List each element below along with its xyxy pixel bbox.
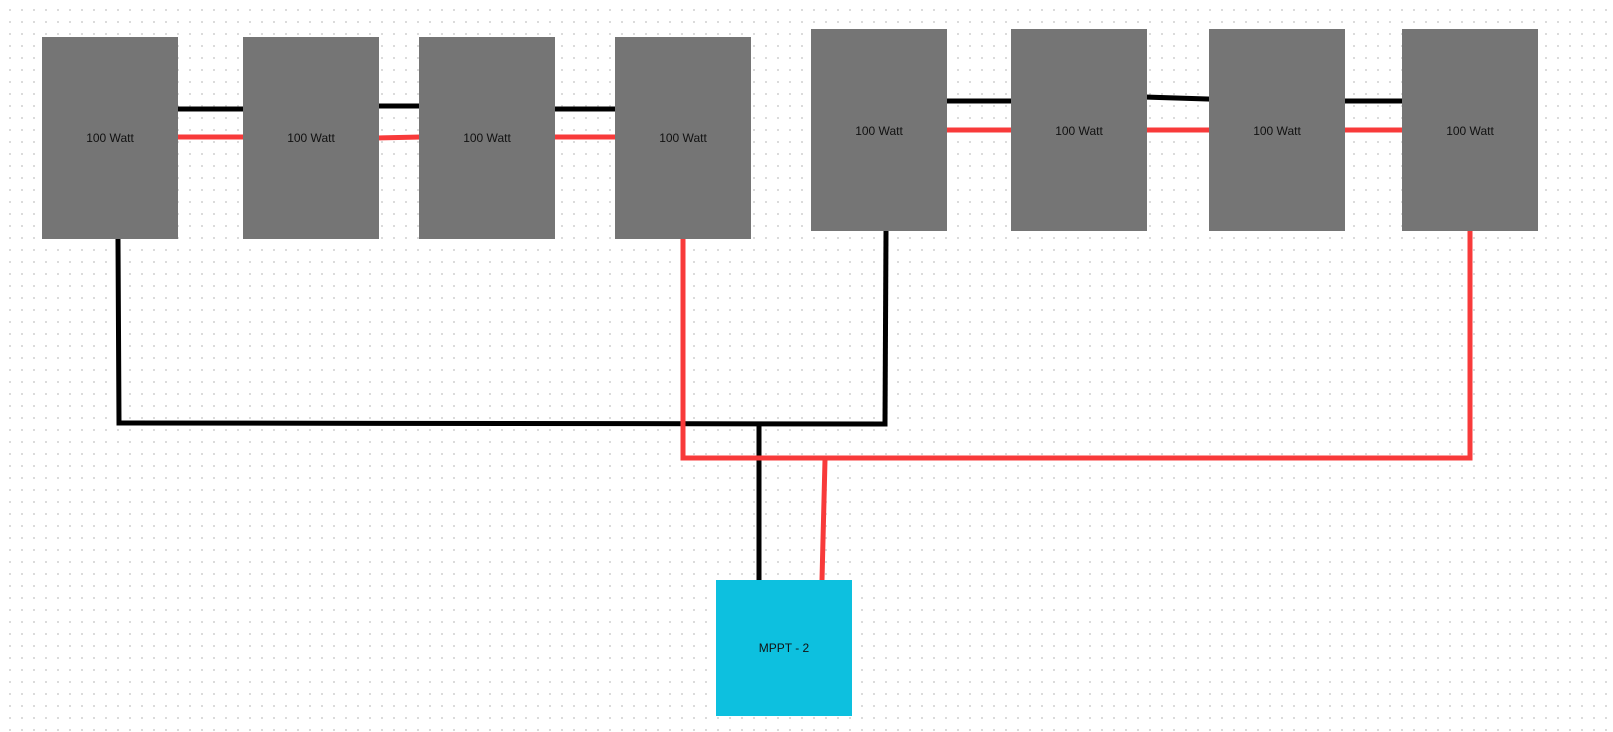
panel-label: 100 Watt	[86, 131, 134, 145]
panel-label: 100 Watt	[659, 131, 707, 145]
panel-label: 100 Watt	[1446, 124, 1494, 138]
solar-panel[interactable]: 100 Watt	[1011, 29, 1147, 231]
solar-panel[interactable]: 100 Watt	[243, 37, 379, 239]
mppt-controller[interactable]: MPPT - 2	[716, 580, 852, 716]
solar-panels: 100 Watt 100 Watt 100 Watt 100 Watt 100 …	[42, 29, 1538, 239]
solar-panel[interactable]: 100 Watt	[811, 29, 947, 231]
positive-wire-homerun	[680, 229, 1473, 461]
panel-label: 100 Watt	[287, 131, 335, 145]
positive-wires	[175, 127, 1473, 583]
solar-panel[interactable]: 100 Watt	[1209, 29, 1345, 231]
panel-label: 100 Watt	[1055, 124, 1103, 138]
panel-label: 100 Watt	[855, 124, 903, 138]
negative-wire-link-6-7	[1142, 94, 1212, 102]
panel-label: 100 Watt	[463, 131, 511, 145]
solar-panel[interactable]: 100 Watt	[419, 37, 555, 239]
negative-wire-left-homerun	[115, 237, 888, 427]
panel-label: 100 Watt	[1253, 124, 1301, 138]
positive-wire-to-controller	[819, 457, 828, 583]
solar-panel[interactable]: 100 Watt	[1402, 29, 1538, 231]
negative-wire-right-drop	[882, 229, 889, 427]
solar-panel[interactable]: 100 Watt	[615, 37, 751, 239]
controller-label: MPPT - 2	[759, 641, 810, 655]
solar-panel[interactable]: 100 Watt	[42, 37, 178, 239]
negative-wires	[115, 94, 1405, 585]
positive-wire-link-2-3	[375, 134, 422, 141]
